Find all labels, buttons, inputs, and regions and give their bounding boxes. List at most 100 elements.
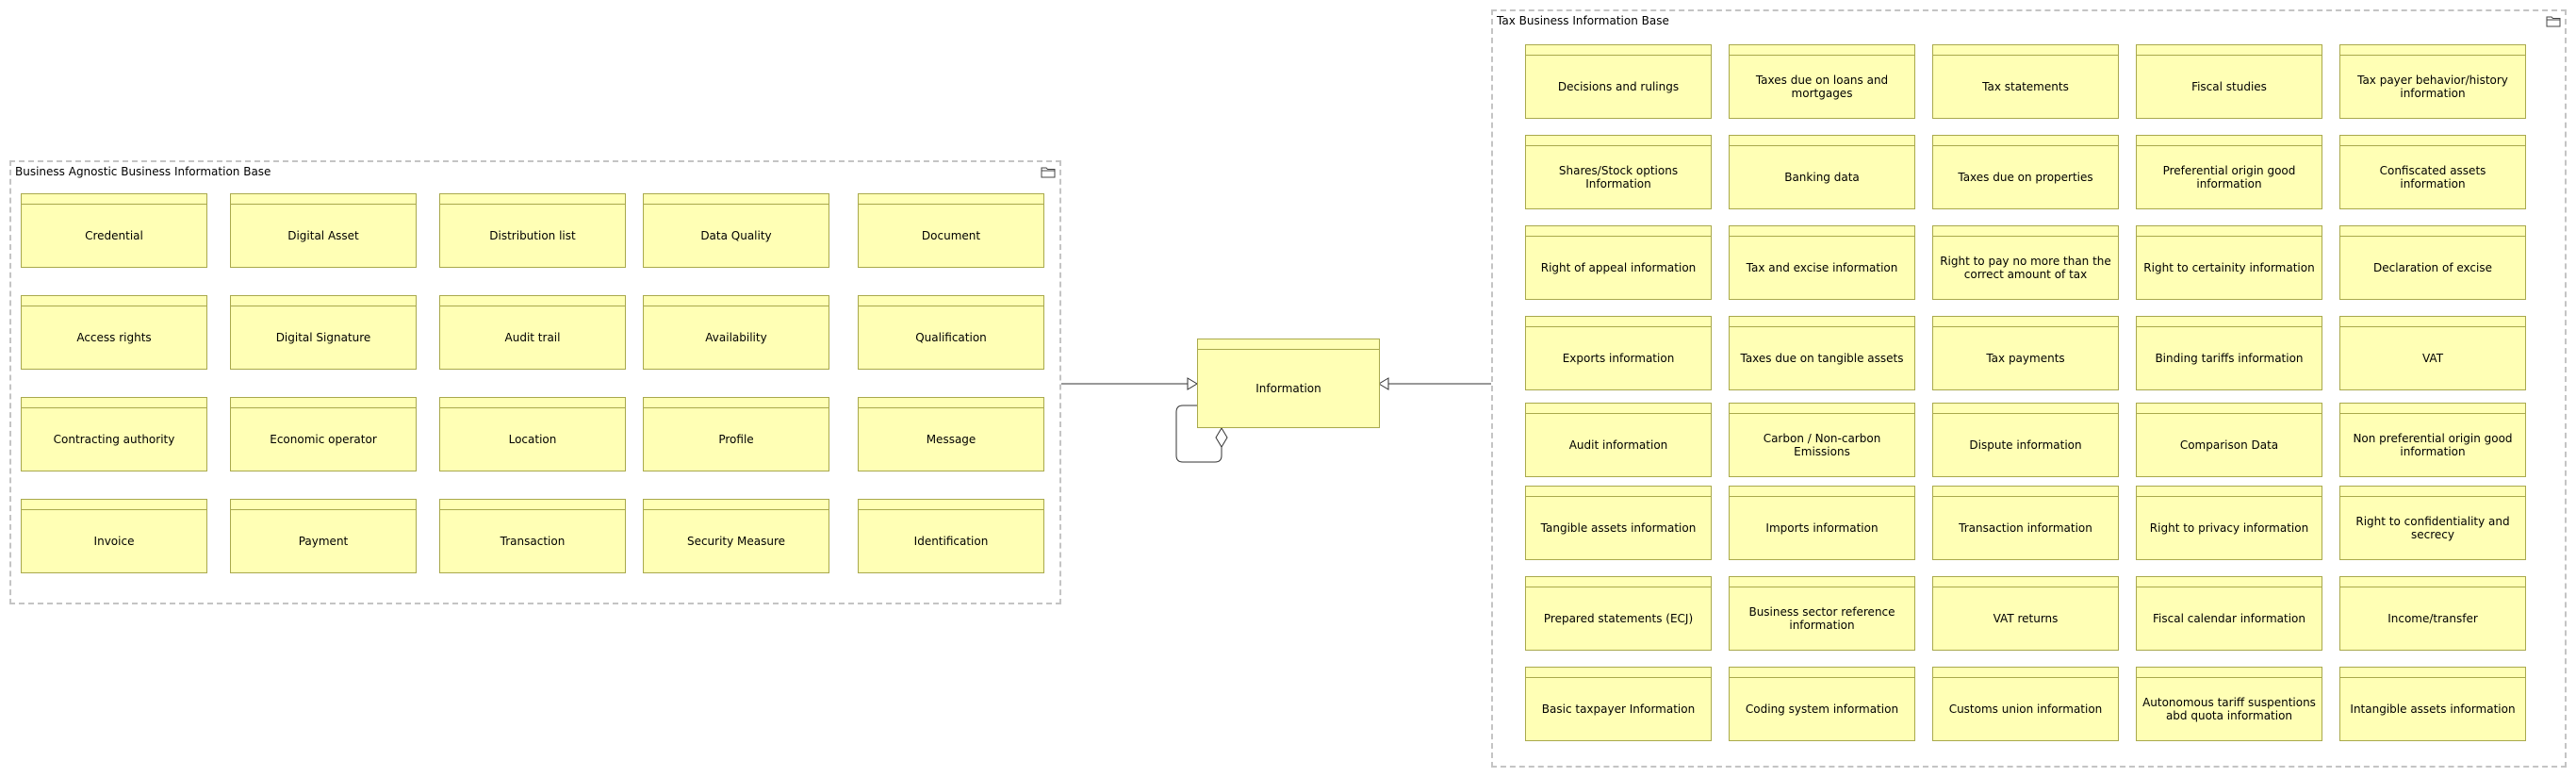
- info-object-box[interactable]: Decisions and rulings: [1525, 44, 1712, 119]
- info-object-box[interactable]: Qualification: [858, 295, 1044, 370]
- info-object-box[interactable]: Coding system information: [1729, 667, 1915, 741]
- info-object-box[interactable]: Security Measure: [643, 499, 829, 573]
- info-object-box[interactable]: Confiscated assets information: [2339, 135, 2526, 209]
- info-object-box[interactable]: Fiscal studies: [2136, 44, 2322, 119]
- info-object-box[interactable]: Document: [858, 193, 1044, 268]
- info-object-box[interactable]: Comparison Data: [2136, 403, 2322, 477]
- specialization-right[interactable]: [1378, 377, 1491, 390]
- info-object-label: Contracting authority: [53, 433, 175, 446]
- info-object-box[interactable]: Distribution list: [439, 193, 626, 268]
- info-object-label: Exports information: [1562, 352, 1675, 365]
- info-object-label: Shares/Stock options Information: [1558, 164, 1679, 190]
- info-object-label: Taxes due on properties: [1958, 171, 2093, 184]
- info-object-box[interactable]: Profile: [643, 397, 829, 471]
- info-object-label: Tangible assets information: [1540, 521, 1697, 535]
- info-object-label: Intangible assets information: [2350, 703, 2516, 716]
- info-object-box[interactable]: Message: [858, 397, 1044, 471]
- info-object-box[interactable]: Credential: [21, 193, 207, 268]
- info-object-box[interactable]: Imports information: [1729, 486, 1915, 560]
- info-object-label: Fiscal studies: [2191, 80, 2267, 93]
- info-object-label: Credential: [85, 229, 143, 242]
- info-object-box[interactable]: Non preferential origin good information: [2339, 403, 2526, 477]
- info-object-box[interactable]: Data Quality: [643, 193, 829, 268]
- info-object-box[interactable]: Taxes due on properties: [1932, 135, 2119, 209]
- information-box[interactable]: Information: [1197, 339, 1380, 428]
- info-object-box[interactable]: Right to pay no more than the correct am…: [1932, 225, 2119, 300]
- info-object-label: Autonomous tariff suspentions abd quota …: [2142, 696, 2316, 722]
- info-object-label: Qualification: [915, 331, 987, 344]
- info-object-label: Banking data: [1784, 171, 1860, 184]
- info-object-box[interactable]: Economic operator: [230, 397, 417, 471]
- info-object-label: Payment: [298, 535, 349, 548]
- info-object-box[interactable]: Tax payments: [1932, 316, 2119, 390]
- info-object-label: Digital Asset: [287, 229, 359, 242]
- info-object-box[interactable]: VAT: [2339, 316, 2526, 390]
- info-object-box[interactable]: Income/transfer: [2339, 576, 2526, 651]
- info-object-label: Right to privacy information: [2149, 521, 2309, 535]
- aggregation-self-loop[interactable]: [1175, 405, 1228, 463]
- info-object-box[interactable]: Audit information: [1525, 403, 1712, 477]
- info-object-label: Economic operator: [270, 433, 377, 446]
- info-object-box[interactable]: Tax and excise information: [1729, 225, 1915, 300]
- info-object-label: Location: [508, 433, 557, 446]
- info-object-label: Right of appeal information: [1540, 261, 1697, 274]
- info-object-box[interactable]: Right to certainity information: [2136, 225, 2322, 300]
- info-object-label: Data Quality: [700, 229, 772, 242]
- info-object-box[interactable]: VAT returns: [1932, 576, 2119, 651]
- info-object-box[interactable]: Right to privacy information: [2136, 486, 2322, 560]
- info-object-box[interactable]: Exports information: [1525, 316, 1712, 390]
- info-object-label: Audit trail: [504, 331, 561, 344]
- info-object-box[interactable]: Tax statements: [1932, 44, 2119, 119]
- info-object-box[interactable]: Invoice: [21, 499, 207, 573]
- info-object-label: VAT: [2421, 352, 2444, 365]
- info-object-box[interactable]: Customs union information: [1932, 667, 2119, 741]
- info-object-label: Basic taxpayer Information: [1541, 703, 1696, 716]
- info-object-label: Transaction: [500, 535, 566, 548]
- info-object-box[interactable]: Intangible assets information: [2339, 667, 2526, 741]
- info-object-box[interactable]: Digital Asset: [230, 193, 417, 268]
- info-object-box[interactable]: Tax payer behavior/history information: [2339, 44, 2526, 119]
- info-object-box[interactable]: Right of appeal information: [1525, 225, 1712, 300]
- folder-icon: [1041, 167, 1056, 178]
- info-object-box[interactable]: Taxes due on tangible assets: [1729, 316, 1915, 390]
- info-object-box[interactable]: Payment: [230, 499, 417, 573]
- info-object-box[interactable]: Digital Signature: [230, 295, 417, 370]
- info-object-box[interactable]: Binding tariffs information: [2136, 316, 2322, 390]
- info-object-box[interactable]: Taxes due on loans and mortgages: [1729, 44, 1915, 119]
- info-object-box[interactable]: Prepared statements (ECJ): [1525, 576, 1712, 651]
- info-object-box[interactable]: Preferential origin good information: [2136, 135, 2322, 209]
- info-object-box[interactable]: Tangible assets information: [1525, 486, 1712, 560]
- info-object-box[interactable]: Carbon / Non-carbon Emissions: [1729, 403, 1915, 477]
- info-object-box[interactable]: Audit trail: [439, 295, 626, 370]
- info-object-label: Access rights: [76, 331, 152, 344]
- info-object-label: Carbon / Non-carbon Emissions: [1763, 432, 1881, 458]
- info-object-box[interactable]: Banking data: [1729, 135, 1915, 209]
- info-object-box[interactable]: Identification: [858, 499, 1044, 573]
- info-object-label: Fiscal calendar information: [2153, 612, 2305, 625]
- info-object-box[interactable]: Transaction information: [1932, 486, 2119, 560]
- info-object-box[interactable]: Access rights: [21, 295, 207, 370]
- info-object-label: Tax payer behavior/history information: [2357, 74, 2508, 100]
- info-object-box[interactable]: Contracting authority: [21, 397, 207, 471]
- info-object-box[interactable]: Dispute information: [1932, 403, 2119, 477]
- info-object-box[interactable]: Availability: [643, 295, 829, 370]
- info-object-box[interactable]: Autonomous tariff suspentions abd quota …: [2136, 667, 2322, 741]
- info-object-box[interactable]: Declaration of excise: [2339, 225, 2526, 300]
- info-object-label: Preferential origin good information: [2162, 164, 2296, 190]
- info-object-box[interactable]: Transaction: [439, 499, 626, 573]
- info-object-label: Customs union information: [1948, 703, 2103, 716]
- info-object-label: Transaction information: [1959, 521, 2092, 535]
- specialization-left[interactable]: [1061, 377, 1198, 390]
- info-object-label: Decisions and rulings: [1557, 80, 1680, 93]
- info-object-box[interactable]: Fiscal calendar information: [2136, 576, 2322, 651]
- info-object-label: Prepared statements (ECJ): [1543, 612, 1694, 625]
- info-object-box[interactable]: Business sector reference information: [1729, 576, 1915, 651]
- info-object-box[interactable]: Basic taxpayer Information: [1525, 667, 1712, 741]
- info-object-box[interactable]: Shares/Stock options Information: [1525, 135, 1712, 209]
- info-object-box[interactable]: Right to confidentiality and secrecy: [2339, 486, 2526, 560]
- info-object-label: Dispute information: [1969, 438, 2082, 452]
- info-object-label: Non preferential origin good information: [2353, 432, 2513, 458]
- info-object-box[interactable]: Location: [439, 397, 626, 471]
- info-object-label: Identification: [913, 535, 989, 548]
